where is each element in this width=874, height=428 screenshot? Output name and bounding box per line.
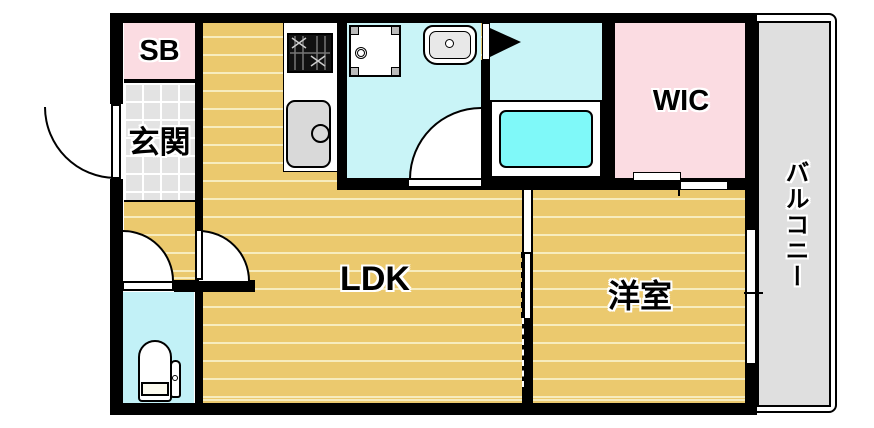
wall-partition-lower: [522, 318, 533, 403]
kitchen-sink-faucet-icon: [311, 124, 330, 143]
pan-corner-icon: [391, 67, 400, 76]
toilet-door-leaf: [122, 281, 174, 291]
sliding-door-dash-upper: [521, 252, 523, 318]
ldk-label: LDK: [340, 260, 410, 298]
bathroom-door-bar: [482, 23, 490, 60]
wash-basin-icon: [423, 25, 477, 65]
bathtub-icon: [490, 100, 602, 178]
toilet-button-icon: [172, 375, 178, 381]
bathroom-door-triangle-icon: [490, 28, 521, 57]
window-center-tick: [744, 292, 763, 294]
pan-corner-icon: [350, 67, 359, 76]
bathtub-tub-icon: [499, 110, 593, 168]
entrance-door-leaf: [111, 104, 121, 179]
wall-sb-genkan: [124, 79, 195, 83]
pan-drain-icon: [355, 47, 367, 59]
wall-top: [110, 13, 757, 23]
sliding-door-dash-lower: [522, 318, 524, 387]
wall-washroom-bathroom: [481, 60, 490, 178]
wall-bathroom-wic: [602, 13, 615, 190]
wall-right-upper: [745, 13, 757, 230]
wall-toilet-top-stub: [174, 280, 255, 292]
yoshitsu-label: 洋室: [607, 278, 672, 314]
wall-bottom: [110, 403, 757, 415]
wall-right-lower: [745, 363, 757, 415]
sb-floor: [124, 23, 195, 79]
wall-genkan-right: [195, 23, 203, 229]
basin-drain-icon: [445, 39, 454, 48]
balcony-label: バルコニー: [781, 160, 808, 290]
pan-corner-icon: [350, 26, 359, 35]
wall-toilet-right: [195, 282, 203, 403]
genkan-step-line: [124, 200, 195, 202]
stove-icon: [287, 33, 333, 73]
washroom-door-leaf: [407, 178, 483, 188]
sliding-door-leaf-ldk: [523, 252, 532, 320]
window-icon: [745, 230, 757, 363]
wic-label: WIC: [652, 85, 710, 117]
toilet-icon: [136, 338, 184, 404]
sb-label: SB: [139, 35, 180, 67]
wall-left-upper: [110, 13, 123, 104]
balcony-area: [757, 21, 831, 407]
toilet-tank-icon: [141, 382, 169, 396]
wic-floor: [615, 22, 745, 178]
wall-left-lower: [110, 179, 123, 415]
pan-corner-icon: [391, 26, 400, 35]
wic-slide-leaf-right: [680, 181, 728, 190]
ldk-door-leaf: [195, 229, 203, 280]
genkan-label: 玄関: [128, 125, 191, 160]
washing-machine-pan-icon: [349, 25, 401, 77]
genkan-floor: [124, 83, 195, 200]
wic-slide-tick: [678, 188, 680, 196]
wall-kitchen-washroom: [337, 22, 347, 178]
entrance-door-arc: [44, 107, 116, 179]
wic-slide-leaf-left: [633, 172, 681, 181]
